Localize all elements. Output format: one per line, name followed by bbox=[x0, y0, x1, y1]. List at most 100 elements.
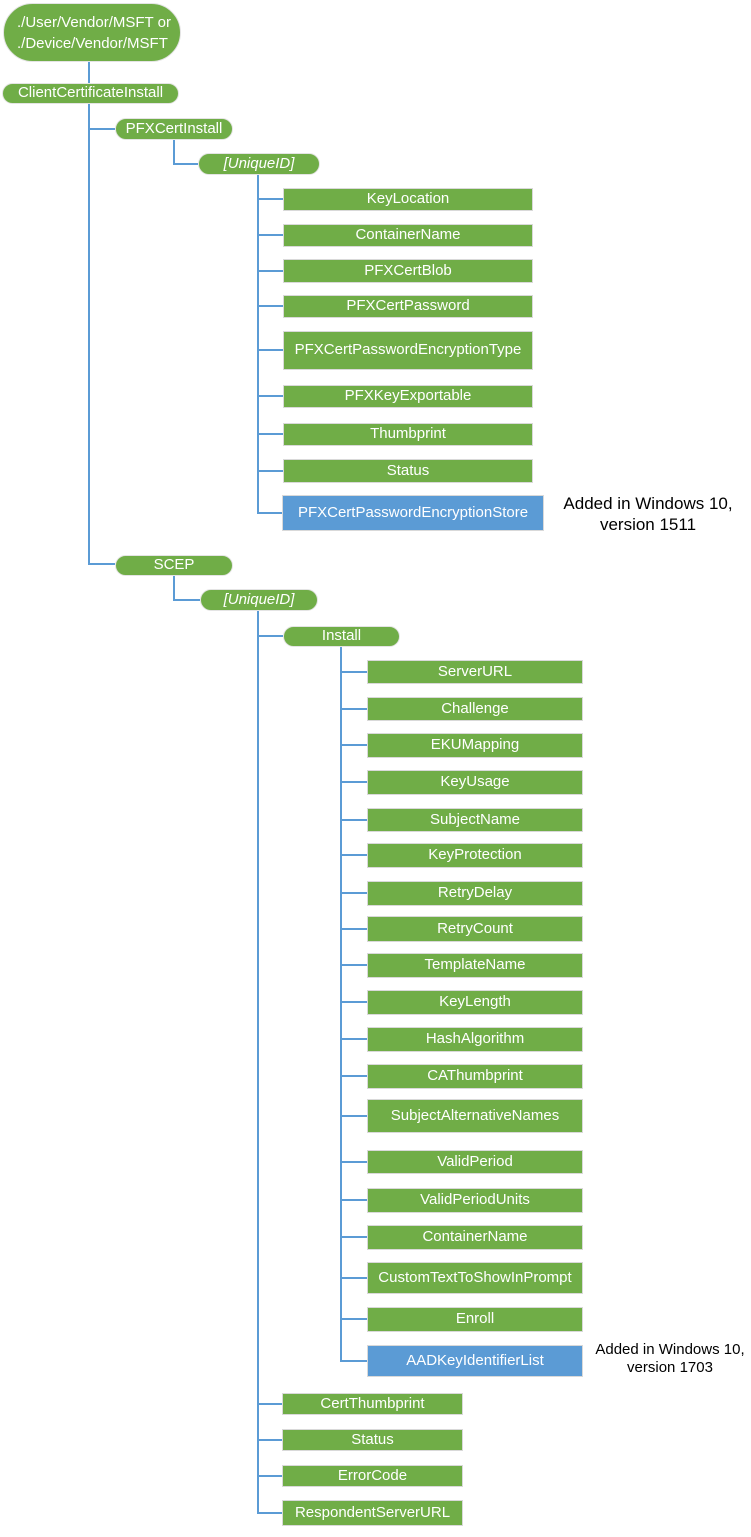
node-label: KeyLength bbox=[439, 993, 511, 1011]
node-cert-thumbprint: CertThumbprint bbox=[282, 1393, 463, 1415]
connector-line bbox=[257, 433, 283, 435]
connector-line bbox=[173, 163, 198, 165]
connector-line bbox=[173, 599, 200, 601]
annotation-line1: Added in Windows 10, bbox=[595, 1341, 745, 1358]
node-retry-count: RetryCount bbox=[367, 916, 583, 942]
node-label: SubjectAlternativeNames bbox=[390, 1106, 560, 1124]
node-label: Status bbox=[351, 1430, 394, 1448]
connector-line bbox=[257, 635, 283, 637]
connector-line bbox=[340, 854, 367, 856]
node-respondent-server-url: RespondentServerURL bbox=[282, 1500, 463, 1526]
connector-line bbox=[340, 928, 367, 930]
node-pfx-cert-password: PFXCertPassword bbox=[283, 295, 533, 318]
node-container-name: ContainerName bbox=[283, 224, 533, 247]
connector-line bbox=[340, 1318, 367, 1320]
annotation-line2: version 1511 bbox=[599, 515, 697, 534]
connector-line bbox=[88, 104, 90, 565]
annotation-version-1703: Added in Windows 10, version 1703 bbox=[588, 1341, 751, 1377]
node-client-certificate-install: ClientCertificateInstall bbox=[2, 83, 179, 104]
node-label: ClientCertificateInstall bbox=[17, 84, 164, 102]
root-path-line1: ./User/Vendor/MSFT or bbox=[17, 13, 171, 31]
node-label: KeyProtection bbox=[428, 846, 522, 864]
connector-line bbox=[340, 708, 367, 710]
node-label: SubjectName bbox=[429, 810, 521, 828]
connector-line bbox=[340, 744, 367, 746]
node-label: ValidPeriod bbox=[437, 1152, 513, 1170]
node-scep-unique-id: [UniqueID] bbox=[200, 589, 318, 611]
connector-line bbox=[257, 349, 283, 351]
node-custom-text-to-show-in-prompt: CustomTextToShowInPrompt bbox=[367, 1262, 583, 1294]
node-scep-status: Status bbox=[282, 1429, 463, 1451]
node-label: [UniqueID] bbox=[223, 590, 295, 608]
node-label: Thumbprint bbox=[370, 425, 446, 443]
node-pfx-unique-id: [UniqueID] bbox=[198, 153, 320, 175]
connector-line bbox=[340, 1115, 367, 1117]
connector-line bbox=[340, 781, 367, 783]
node-pfx-cert-blob: PFXCertBlob bbox=[283, 259, 533, 283]
node-server-url: ServerURL bbox=[367, 660, 583, 684]
connector-line bbox=[340, 892, 367, 894]
annotation-line1: Added in Windows 10, bbox=[563, 494, 733, 513]
connector-line bbox=[88, 563, 115, 565]
node-label: SCEP bbox=[153, 556, 195, 574]
connector-line bbox=[340, 1075, 367, 1077]
node-label: AADKeyIdentifierList bbox=[406, 1351, 544, 1369]
connector-line bbox=[257, 611, 259, 1513]
node-label: PFXCertInstall bbox=[125, 119, 223, 137]
connector-line bbox=[257, 234, 283, 236]
node-key-location: KeyLocation bbox=[283, 188, 533, 211]
node-label: ContainerName bbox=[422, 1228, 528, 1246]
node-label: PFXCertPasswordEncryptionType bbox=[294, 341, 522, 359]
connector-line bbox=[257, 470, 283, 472]
node-label: Status bbox=[386, 461, 430, 479]
connector-line bbox=[257, 305, 283, 307]
node-label: ErrorCode bbox=[337, 1466, 408, 1484]
node-label: RespondentServerURL bbox=[294, 1503, 451, 1521]
connector-line bbox=[340, 1001, 367, 1003]
node-label: KeyLocation bbox=[366, 190, 450, 208]
connector-line bbox=[257, 1403, 282, 1405]
annotation-line2: version 1703 bbox=[627, 1359, 713, 1376]
node-label: CAThumbprint bbox=[427, 1067, 523, 1085]
connector-line bbox=[257, 1512, 282, 1514]
node-status: Status bbox=[283, 459, 533, 483]
connector-line bbox=[257, 175, 259, 514]
connector-line bbox=[340, 819, 367, 821]
connector-line bbox=[257, 512, 282, 514]
node-key-protection: KeyProtection bbox=[367, 843, 583, 868]
node-label: RetryDelay bbox=[437, 884, 513, 902]
node-subject-name: SubjectName bbox=[367, 808, 583, 832]
node-pfx-cert-password-encryption-store: PFXCertPasswordEncryptionStore bbox=[282, 495, 544, 531]
node-label: Challenge bbox=[441, 699, 509, 717]
node-enroll: Enroll bbox=[367, 1307, 583, 1332]
node-eku-mapping: EKUMapping bbox=[367, 733, 583, 758]
connector-line bbox=[340, 647, 342, 1361]
node-label: RetryCount bbox=[437, 919, 513, 937]
connector-line bbox=[340, 964, 367, 966]
node-label: PFXCertPasswordEncryptionStore bbox=[297, 503, 529, 521]
root-path-line2: ./Device/Vendor/MSFT bbox=[17, 34, 168, 52]
node-thumbprint: Thumbprint bbox=[283, 423, 533, 446]
connector-line bbox=[257, 198, 283, 200]
node-challenge: Challenge bbox=[367, 697, 583, 721]
node-error-code: ErrorCode bbox=[282, 1465, 463, 1487]
connector-line bbox=[88, 62, 90, 83]
node-key-usage: KeyUsage bbox=[367, 770, 583, 795]
node-pfx-cert-password-encryption-type: PFXCertPasswordEncryptionType bbox=[283, 331, 533, 370]
node-label: CustomTextToShowInPrompt bbox=[378, 1268, 572, 1286]
connector-line bbox=[340, 671, 367, 673]
node-scep: SCEP bbox=[115, 555, 233, 576]
connector-line bbox=[257, 270, 283, 272]
node-label: PFXCertPassword bbox=[346, 297, 470, 315]
node-subject-alternative-names: SubjectAlternativeNames bbox=[367, 1099, 583, 1133]
connector-line bbox=[257, 1439, 282, 1441]
node-label: ValidPeriodUnits bbox=[420, 1191, 530, 1209]
node-container-name-scep: ContainerName bbox=[367, 1225, 583, 1250]
node-retry-delay: RetryDelay bbox=[367, 881, 583, 906]
node-label: CertThumbprint bbox=[320, 1394, 425, 1412]
node-pfx-cert-install: PFXCertInstall bbox=[115, 118, 233, 140]
node-template-name: TemplateName bbox=[367, 953, 583, 978]
node-label: EKUMapping bbox=[430, 736, 520, 754]
node-label: ServerURL bbox=[437, 662, 513, 680]
